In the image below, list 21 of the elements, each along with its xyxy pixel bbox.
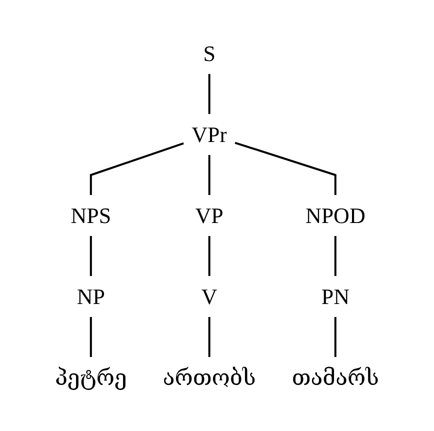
connector xyxy=(90,236,92,276)
connector xyxy=(208,74,210,114)
connector xyxy=(234,142,336,195)
connector xyxy=(208,236,210,276)
node-text: V xyxy=(201,284,218,309)
connector xyxy=(90,317,92,357)
node-text: თამარს xyxy=(292,365,379,390)
node-text: VP xyxy=(195,203,224,228)
connector xyxy=(208,155,210,195)
node-text: VPr xyxy=(192,122,228,147)
node-text: ართობს xyxy=(162,365,256,390)
connector xyxy=(90,142,184,195)
node-text: PN xyxy=(321,284,350,309)
connector xyxy=(208,317,210,357)
connector xyxy=(334,236,336,276)
node-text: S xyxy=(203,41,216,66)
node-text: პეტრე xyxy=(55,365,127,390)
node-text: NP xyxy=(76,284,105,309)
node-text: NPOD xyxy=(305,203,366,228)
node-text: NPS xyxy=(70,203,112,228)
connector xyxy=(334,317,336,357)
